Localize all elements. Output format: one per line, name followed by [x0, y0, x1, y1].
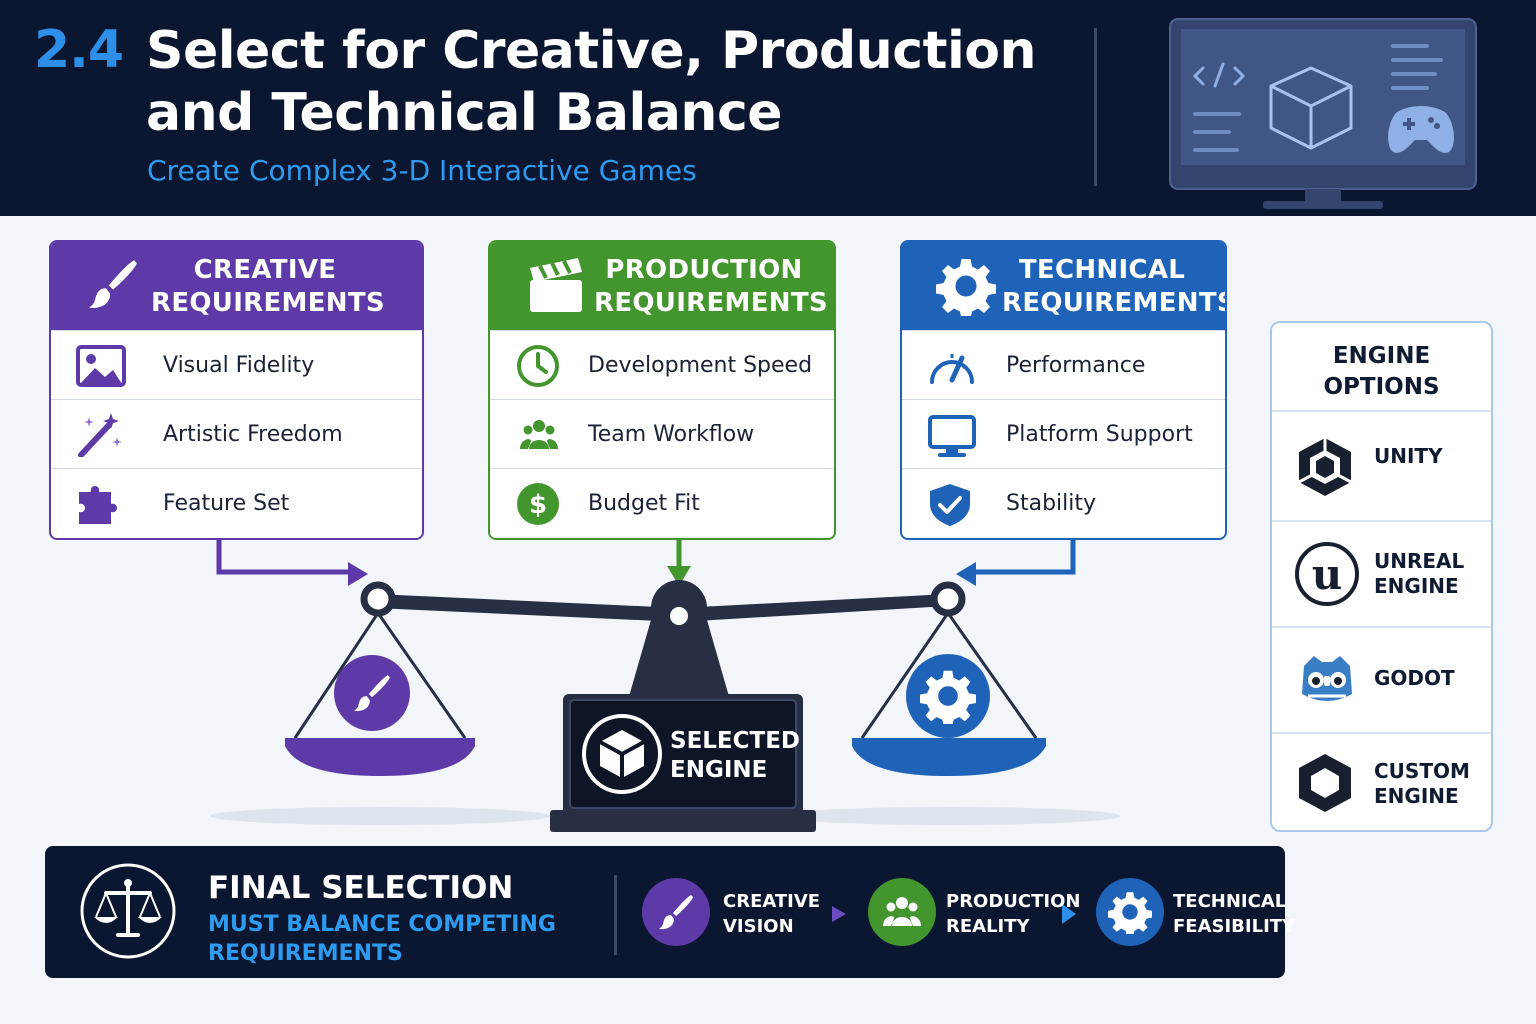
custom-engine-icon [1299, 754, 1351, 812]
arrow-right-icon [832, 906, 846, 922]
requirement-item: Team Workflow [490, 399, 834, 468]
requirement-label: Artistic Freedom [163, 422, 343, 447]
unity-logo-icon [1298, 438, 1352, 496]
requirement-label: Visual Fidelity [163, 353, 315, 378]
production-requirements-card: PRODUCTION REQUIREMENTS Development Spee… [488, 240, 836, 540]
puzzle-icon [79, 486, 117, 524]
engine-option-unreal[interactable]: u UNREAL ENGINE [1272, 520, 1491, 626]
dollar-icon: $ [517, 483, 559, 525]
engine-option-label: UNITY [1374, 444, 1443, 468]
final-selection-subtitle: MUST BALANCE COMPETING REQUIREMENTS [208, 912, 556, 966]
engine-options-panel: ENGINE OPTIONS UNITY u UNREAL ENGINE GOD… [1270, 321, 1493, 832]
selected-engine-label: SELECTED ENGINE [670, 728, 801, 783]
balance-scale-diagram [210, 540, 1120, 832]
technical-feasibility-label: TECHNICAL FEASIBILITY [1173, 891, 1296, 937]
requirement-item: Performance [902, 330, 1225, 399]
section-number: 2.4 [34, 20, 124, 80]
creative-card-header: CREATIVE REQUIREMENTS [51, 242, 422, 330]
requirement-label: Platform Support [1006, 422, 1193, 447]
creative-card-title: CREATIVE REQUIREMENTS [151, 255, 385, 318]
gear-icon [936, 259, 996, 316]
monitor-icon [928, 415, 976, 457]
shield-check-icon [930, 484, 970, 526]
requirement-label: Development Speed [588, 353, 813, 378]
page-subtitle: Create Complex 3-D Interactive Games [147, 154, 697, 187]
creative-requirements-card: CREATIVE REQUIREMENTS Visual Fidelity Ar… [49, 240, 424, 540]
clapperboard-icon [530, 258, 582, 312]
production-reality-label: PRODUCTION REALITY [946, 891, 1081, 937]
footer-divider [614, 875, 617, 955]
unreal-logo-icon: u [1295, 542, 1359, 606]
technical-requirements-card: TECHNICAL REQUIREMENTS Performance Platf… [900, 240, 1227, 540]
creative-vision-label: CREATIVE VISION [723, 891, 821, 937]
requirement-item: Visual Fidelity [51, 330, 422, 399]
balance-scale-icon [80, 863, 176, 959]
creative-connector-arrow [216, 540, 368, 586]
requirement-item: Development Speed [490, 330, 834, 399]
paintbrush-icon [89, 260, 137, 309]
requirement-item: Platform Support [902, 399, 1225, 468]
gauge-icon [930, 354, 974, 384]
magic-wand-icon [78, 413, 122, 457]
page-title: Select for Creative, Production and Tech… [146, 21, 1037, 143]
engine-option-label: GODOT [1374, 666, 1455, 690]
requirement-item: Artistic Freedom [51, 399, 422, 468]
balance-flow [642, 878, 1164, 946]
final-selection-title: FINAL SELECTION [208, 870, 514, 906]
production-card-title: PRODUCTION REQUIREMENTS [594, 255, 828, 318]
engine-option-godot[interactable]: GODOT [1272, 626, 1491, 732]
monitor-illustration [1169, 18, 1477, 209]
technical-card-title: TECHNICAL REQUIREMENTS [1002, 255, 1227, 318]
requirement-item: $ Budget Fit [490, 468, 834, 537]
engine-option-label: UNREAL ENGINE [1374, 549, 1465, 598]
technical-weight [906, 654, 990, 738]
requirement-label: Budget Fit [588, 491, 700, 516]
code-icon [1192, 62, 1246, 88]
svg-text:u: u [1312, 550, 1343, 599]
technical-feasibility-badge [1096, 878, 1164, 946]
requirement-item: Feature Set [51, 468, 422, 537]
engine-option-label: CUSTOM ENGINE [1374, 759, 1470, 808]
godot-logo-icon [1302, 656, 1352, 701]
engine-option-custom[interactable]: CUSTOM ENGINE [1272, 732, 1491, 830]
image-icon [76, 345, 126, 387]
header-divider [1094, 28, 1097, 186]
requirement-label: Performance [1006, 353, 1146, 378]
technical-card-header: TECHNICAL REQUIREMENTS [902, 242, 1225, 330]
svg-text:$: $ [529, 490, 547, 520]
engine-options-title: ENGINE OPTIONS [1323, 343, 1440, 400]
production-reality-badge [868, 878, 936, 946]
requirement-item: Stability [902, 468, 1225, 537]
cube-icon [1269, 66, 1353, 150]
arrow-right-icon [1062, 904, 1076, 924]
production-connector-arrow [667, 540, 691, 586]
team-icon [520, 420, 558, 449]
clock-icon [517, 345, 559, 387]
requirement-label: Feature Set [163, 491, 290, 516]
requirement-label: Stability [1006, 491, 1097, 516]
technical-connector-arrow [956, 540, 1076, 586]
requirement-label: Team Workflow [588, 422, 755, 447]
production-card-header: PRODUCTION REQUIREMENTS [490, 242, 834, 330]
gamepad-icon [1388, 106, 1454, 153]
engine-option-unity[interactable]: UNITY [1272, 410, 1491, 520]
selected-engine-cube-icon [582, 714, 662, 794]
